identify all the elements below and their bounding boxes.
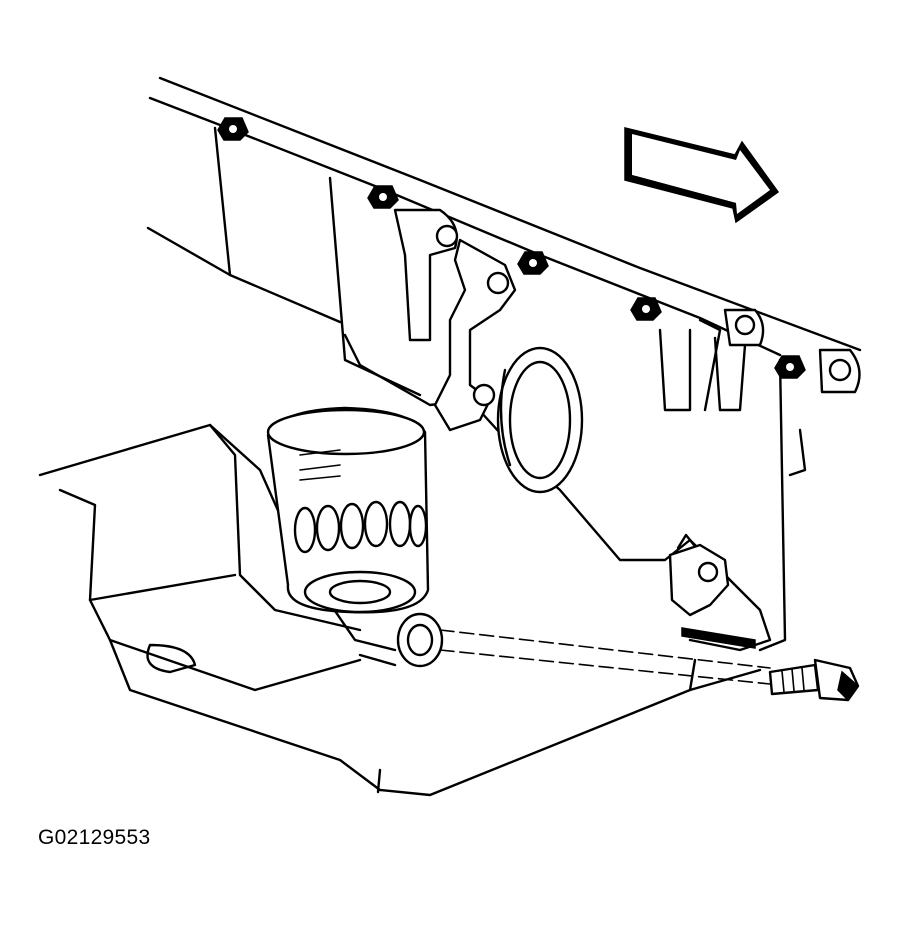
arrow-right-icon: [624, 127, 780, 224]
oil-level-sensor: [668, 533, 756, 649]
filter-adapter: [496, 346, 584, 494]
alignment-lines: [439, 629, 771, 685]
oil-filter: [266, 406, 430, 614]
bolt-icon: [768, 658, 860, 702]
oil-pan-body: [343, 318, 807, 652]
engine-block-rail: [146, 76, 862, 397]
pan-ears: [723, 308, 861, 394]
filter-grip-ridges: [293, 500, 428, 554]
flange-bolts: [217, 117, 806, 379]
figure-id-label: G02129553: [38, 826, 151, 849]
mount-bracket: [393, 208, 517, 432]
bolt-hole-boss: [358, 612, 444, 668]
